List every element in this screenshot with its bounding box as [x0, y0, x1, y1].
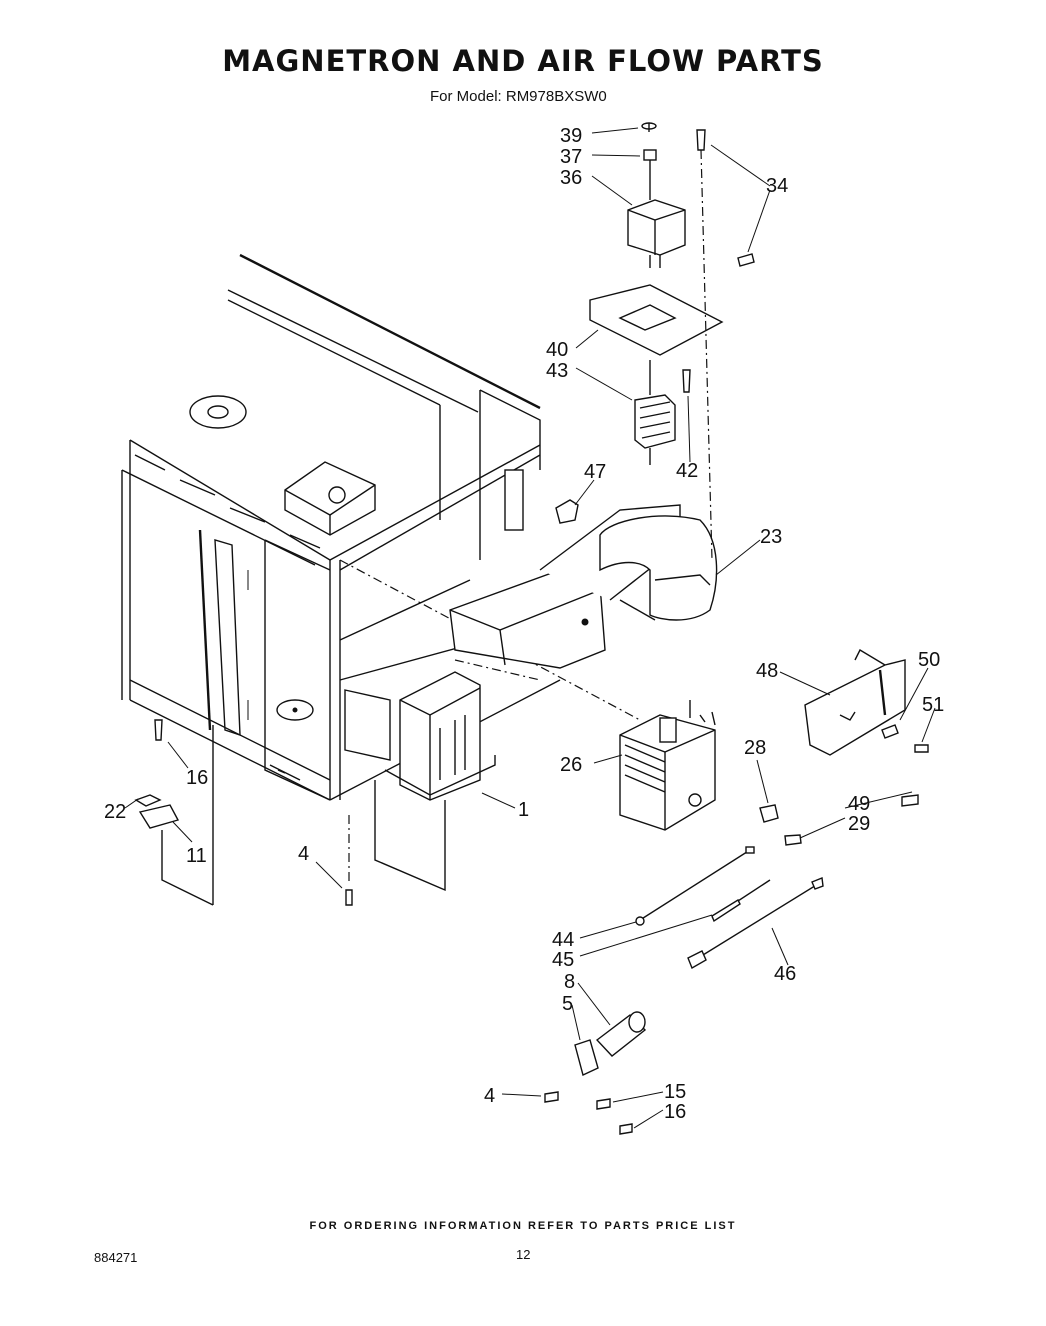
wire-harness [635, 846, 824, 970]
document-number: 884271 [94, 1250, 138, 1265]
callout-16-left: 16 [186, 767, 208, 789]
callout-1: 1 [518, 799, 529, 821]
model-subtitle: For Model: RM978BXSW0 [430, 88, 607, 105]
callout-42: 42 [676, 460, 698, 482]
callout-44: 44 [552, 929, 574, 951]
callout-37: 37 [560, 146, 582, 168]
screw-29 [784, 834, 802, 846]
capacitor [544, 1011, 647, 1135]
callout-11: 11 [186, 845, 207, 867]
callout-50: 50 [918, 649, 940, 671]
left-fasteners [134, 719, 353, 906]
callout-39: 39 [560, 125, 582, 147]
ordering-footer: FOR ORDERING INFORMATION REFER TO PARTS … [309, 1220, 737, 1232]
callout-34: 34 [766, 175, 788, 197]
oven-cabinet [121, 253, 641, 801]
callout-40: 40 [546, 339, 568, 361]
callout-15: 15 [664, 1081, 686, 1103]
callout-23: 23 [760, 526, 782, 548]
callout-47: 47 [584, 461, 606, 483]
magnetron [619, 700, 716, 831]
transformer [374, 671, 496, 892]
callout-16-lower: 16 [664, 1101, 686, 1123]
page-title: MAGNETRON AND AIR FLOW PARTS [222, 44, 824, 78]
bracket-48 [804, 649, 929, 807]
air-duct [449, 504, 718, 669]
callout-4-lower: 4 [484, 1085, 495, 1107]
fan-motor-assembly [589, 122, 755, 561]
page-number: 12 [516, 1247, 531, 1262]
callout-5: 5 [562, 993, 573, 1015]
callout-51: 51 [922, 694, 944, 716]
callout-28: 28 [744, 737, 766, 759]
callout-43: 43 [546, 360, 568, 382]
thermal-cutout-28 [759, 804, 779, 823]
callout-leaders [124, 127, 936, 1129]
callout-45: 45 [552, 949, 574, 971]
callout-48: 48 [756, 660, 778, 682]
callout-labels: 39 37 36 34 40 43 42 47 23 50 48 51 28 2… [104, 125, 944, 1123]
callout-29: 29 [848, 813, 870, 835]
callout-8: 8 [564, 971, 575, 993]
clip-47 [555, 499, 579, 524]
callout-26: 26 [560, 754, 582, 776]
callout-4-upper: 4 [298, 843, 309, 865]
callout-49: 49 [848, 793, 870, 815]
callout-46: 46 [774, 963, 796, 985]
callout-22: 22 [104, 801, 126, 823]
callout-36: 36 [560, 167, 582, 189]
